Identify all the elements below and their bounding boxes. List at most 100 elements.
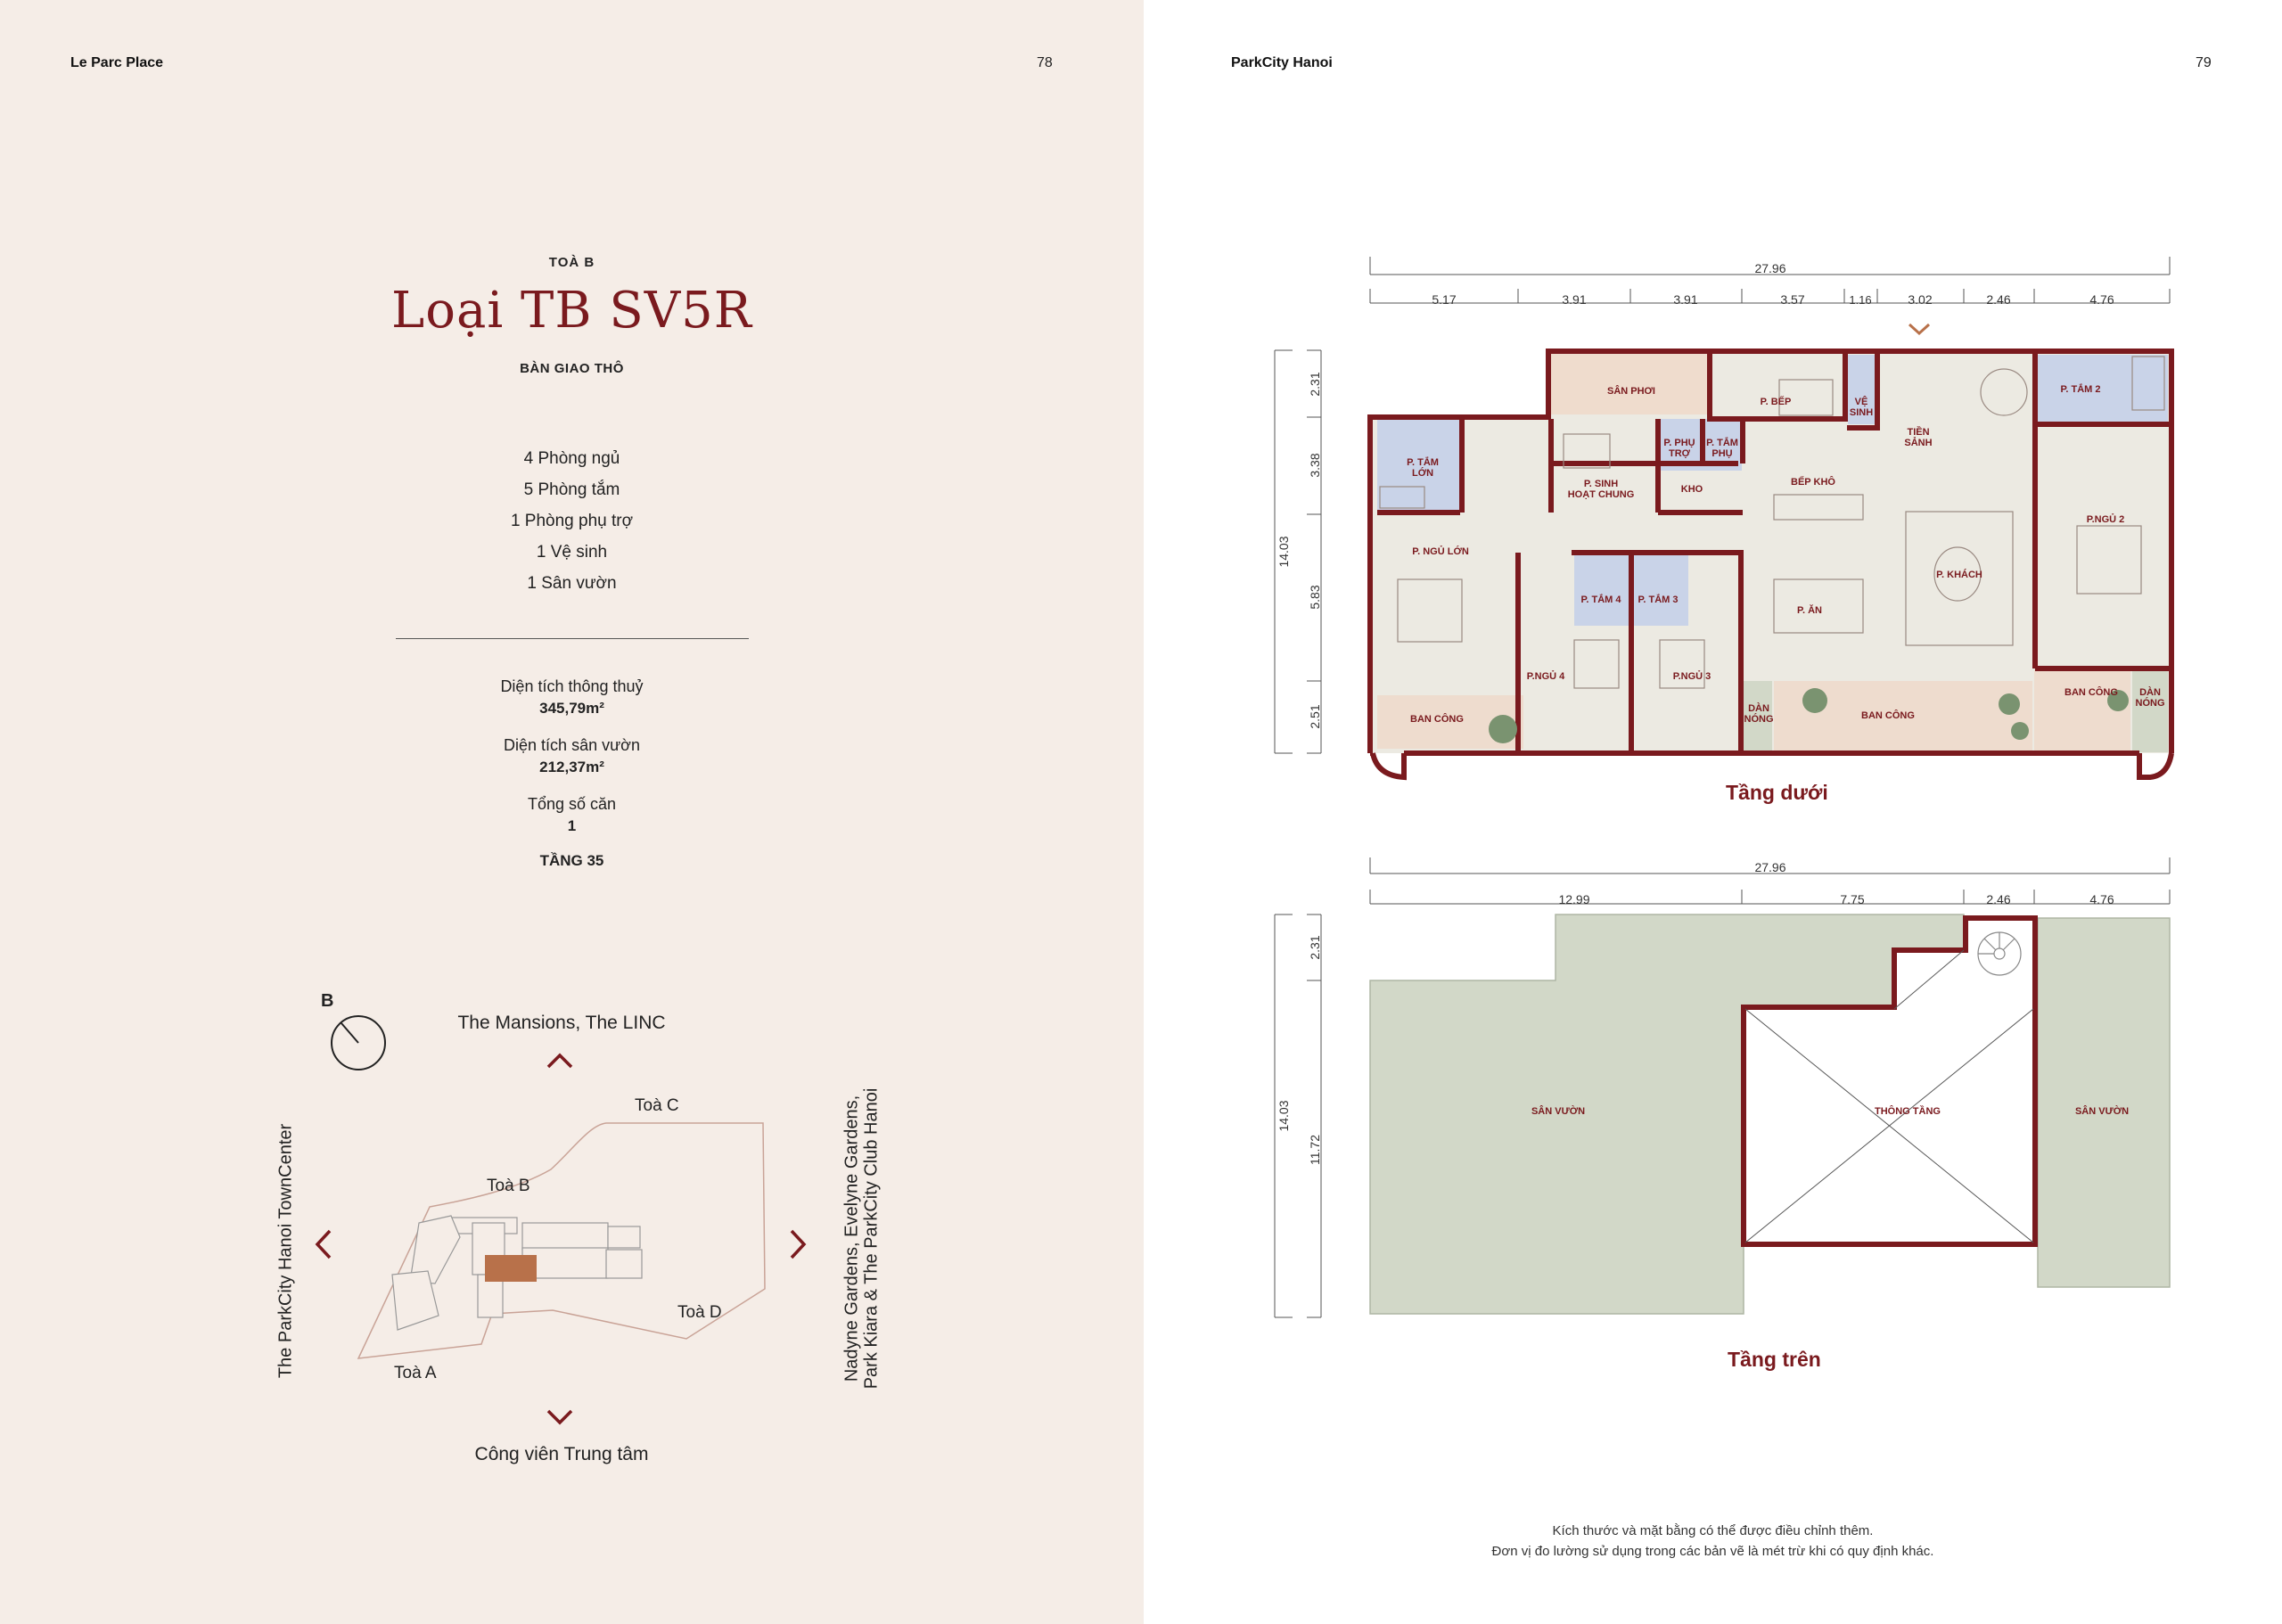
label-p-tam-lon-2: LỚN (1412, 467, 1433, 479)
label-san-phoi: SÂN PHƠI (1607, 385, 1655, 397)
right-page: ParkCity Hanoi 79 (1144, 0, 2282, 1624)
lower-floor-plan: 27.96 5.17 3.91 3.91 3.57 1.16 3.02 2.46… (1274, 257, 2174, 781)
feature-item: 1 Sân vườn (527, 574, 617, 593)
label-dan-nong-left-2: NÓNG (1744, 713, 1774, 725)
label-p-tam-phu-2: PHỤ (1712, 448, 1732, 459)
void-cross (1744, 949, 2034, 1243)
tower-a-label: Toà A (394, 1364, 437, 1382)
lower-width-segment: 5.17 (1432, 292, 1456, 307)
lower-floor-base (1373, 351, 2171, 753)
entrance-arrow-icon (1908, 323, 1931, 336)
unit-title: Loại TB SV5R (391, 282, 752, 340)
garden-right (2037, 917, 2171, 1288)
label-p-an: P. ĂN (1797, 604, 1822, 616)
south-label: Công viên Trung tâm (474, 1444, 649, 1464)
north-label: The Mansions, The LINC (457, 1013, 666, 1033)
label-p-ngu-2: P.NGỦ 2 (2087, 513, 2125, 525)
tower-d-label: Toà D (677, 1303, 722, 1322)
lower-width-segment: 3.91 (1673, 292, 1697, 307)
left-page-number: 78 (1037, 55, 1053, 70)
label-p-phu-tro-2: TRỢ (1669, 448, 1691, 459)
label-p-khach: P. KHÁCH (1936, 569, 1982, 580)
ac-ledge-left (1744, 681, 1772, 752)
chevron-right-icon (790, 1229, 807, 1259)
right-page-number: 79 (2196, 55, 2212, 70)
label-p-tam-4: P. TẮM 4 (1580, 594, 1621, 605)
tower-b-label: Toà B (487, 1177, 530, 1195)
stat-label: Diện tích sân vườn (504, 736, 640, 754)
spiral-stair-icon (1977, 931, 2022, 976)
upper-total-width: 27.96 (1754, 860, 1785, 874)
label-ve-sinh-1: VỆ (1855, 396, 1868, 407)
site-boundary (357, 1122, 766, 1359)
building-blocks (391, 1215, 643, 1331)
stat-label: Tổng số căn (527, 795, 617, 813)
feature-item: 4 Phòng ngủ (523, 449, 620, 468)
label-san-vuon-left: SÂN VƯỜN (1531, 1105, 1585, 1117)
note-line-2: Đơn vị đo lường sử dụng trong các bản vẽ… (1491, 1544, 1934, 1559)
label-ban-cong-left: BAN CÔNG (1410, 713, 1464, 725)
lower-width-segment: 4.76 (2089, 292, 2114, 307)
label-p-sinh-hoat-2: HOẠT CHUNG (1568, 489, 1635, 500)
label-p-tam-lon-1: P. TẮM (1407, 456, 1439, 468)
stat-label: Diện tích thông thuỷ (500, 677, 644, 695)
master-bath-floor (1377, 419, 1459, 513)
note-line-1: Kích thước và mặt bằng có thể được điều … (1552, 1523, 1874, 1538)
site-plan-map (357, 1122, 766, 1359)
label-dan-nong-right-2: NÓNG (2136, 697, 2165, 709)
compass-icon (331, 1015, 386, 1070)
left-header: Le Parc Place (70, 55, 164, 70)
lower-depth-segment: 2.31 (1308, 372, 1322, 396)
lower-width-segment: 1.16 (1849, 293, 1871, 307)
upper-width-segment: 7.75 (1840, 892, 1864, 906)
lower-depth-segment: 2.51 (1308, 704, 1322, 728)
lower-width-dimensions (1369, 257, 2171, 304)
void-outline (1741, 915, 2038, 1247)
stat-value: 1 (567, 817, 577, 834)
chevron-up-icon (546, 1053, 573, 1069)
lower-depth-dimensions (1274, 349, 1322, 754)
upper-depth-segment: 2.31 (1308, 935, 1322, 959)
label-p-sinh-hoat-1: P. SINH (1584, 479, 1618, 489)
label-p-bep: P. BẾP (1761, 396, 1792, 407)
label-bep-kho: BẾP KHÔ (1791, 476, 1835, 488)
lower-total-depth: 14.03 (1276, 536, 1291, 567)
upper-width-segment: 4.76 (2089, 892, 2114, 906)
bath-2-floor (2038, 355, 2168, 422)
upper-depth-segment: 11.72 (1308, 1135, 1322, 1165)
ac-ledge-right (2132, 668, 2168, 752)
right-header: ParkCity Hanoi (1231, 55, 1333, 70)
laundry-area (1551, 354, 1710, 414)
label-dan-nong-right-1: DÀN (2139, 686, 2161, 698)
lower-width-segment: 2.46 (1986, 292, 2010, 307)
lower-width-segment: 3.02 (1908, 292, 1932, 307)
lower-depth-segment: 3.38 (1308, 453, 1322, 477)
label-p-ngu-lon: P. NGỦ LỚN (1412, 545, 1469, 557)
label-ban-cong-right: BAN CÔNG (2064, 686, 2118, 698)
stat-garden-area: Diện tích sân vườn 212,37m² (0, 736, 1144, 776)
features-list: 4 Phòng ngủ 5 Phòng tắm 1 Phòng phụ trợ … (0, 443, 1144, 599)
floor-label: TẦNG 35 (539, 852, 604, 869)
stat-unit-count: Tổng số căn 1 (0, 795, 1144, 835)
upper-width-segment: 2.46 (1986, 892, 2010, 906)
label-p-ngu-3: P.NGỦ 3 (1673, 670, 1712, 682)
label-p-tam-2: P. TẮM 2 (2060, 383, 2100, 395)
lower-fixtures (1379, 356, 2165, 689)
label-p-tam-3: P. TẮM 3 (1638, 594, 1678, 605)
tower-c-label: Toà C (635, 1096, 679, 1115)
lower-width-segment: 3.57 (1780, 292, 1804, 307)
stat-value: 345,79m² (539, 700, 604, 717)
lower-walls (1367, 349, 2174, 781)
upper-width-segment: 12.99 (1558, 892, 1589, 906)
chevron-left-icon (315, 1229, 332, 1259)
lower-depth-segment: 5.83 (1308, 585, 1322, 609)
feature-item: 1 Phòng phụ trợ (510, 512, 634, 530)
label-kho: KHO (1681, 484, 1703, 495)
label-dan-nong-left-1: DÀN (1748, 702, 1769, 714)
label-tien-sanh-1: TIỀN (1907, 426, 1929, 438)
wc-floor (1848, 355, 1876, 424)
lower-total-width: 27.96 (1754, 261, 1785, 275)
plant-icons (1489, 688, 2129, 743)
